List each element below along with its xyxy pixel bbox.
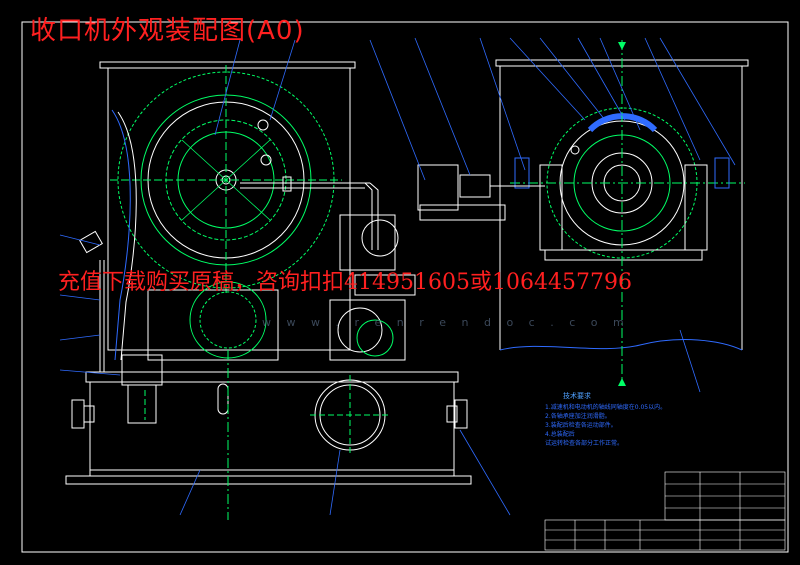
base-foundation — [65, 475, 472, 485]
leader-lines — [59, 37, 736, 516]
secondary-motor — [329, 299, 406, 361]
watermark-text: w w w . r e n r e n d o c . c o m — [262, 316, 630, 329]
note-line: 1.减速机和电动机的轴线同轴度在0.05以内。 — [545, 404, 667, 411]
promo-text: 充值下载购买原稿，咨询扣扣414951605或1064457796 — [58, 270, 632, 295]
front-view — [65, 61, 472, 520]
note-line: 2.各轴承座加注润滑脂。 — [545, 413, 611, 420]
base-top-plate — [85, 371, 459, 383]
notes-heading: 技术要求 — [563, 392, 591, 400]
drawing-frame — [21, 21, 789, 553]
note-line: 4.总装配后 — [545, 431, 575, 438]
main-motor — [147, 289, 279, 361]
coupling-housing — [417, 164, 459, 211]
title-block — [544, 471, 786, 551]
side-view — [417, 40, 749, 386]
note-line: 3.装配后检查各运动部件。 — [545, 422, 617, 429]
drawing-title: 收口机外观装配图(A0) — [30, 16, 305, 46]
note-line: 试运转检查各部分工作正常。 — [545, 440, 624, 447]
technical-notes: 技术要求 1.减速机和电动机的轴线同轴度在0.05以内。 2.各轴承座加注润滑脂… — [545, 392, 666, 448]
